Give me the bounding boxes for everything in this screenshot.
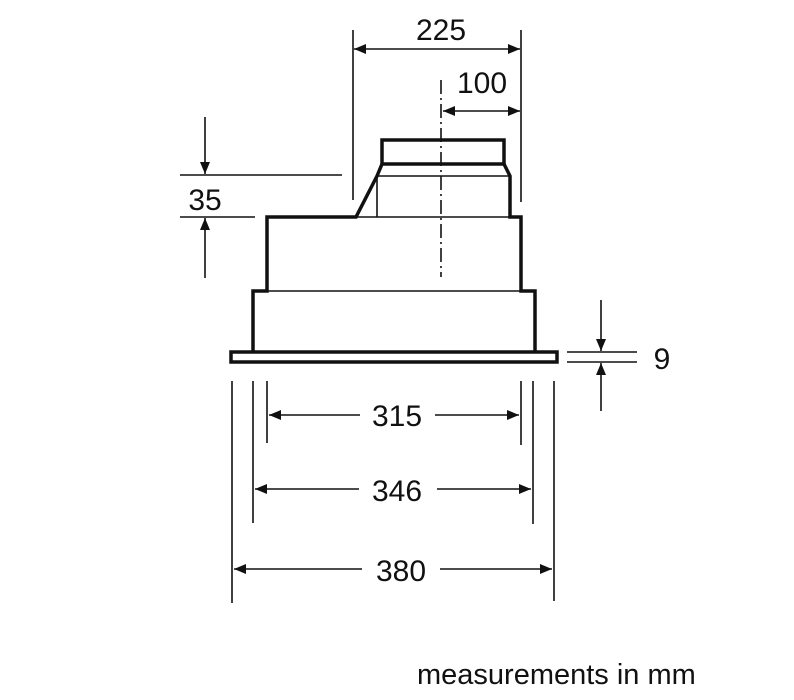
dimension-380: 380	[234, 555, 552, 588]
dimension-315: 315	[269, 400, 519, 433]
outlet-transition	[251, 163, 537, 352]
dimension-35: 35	[180, 117, 342, 278]
dimension-346: 346	[255, 475, 531, 508]
dimension-label: 9	[654, 343, 671, 376]
dimension-label: 100	[457, 67, 507, 100]
extension-lines	[231, 381, 555, 603]
outlet-pipe	[380, 138, 506, 166]
dimension-label: 380	[376, 555, 426, 588]
dimension-100: 100	[443, 67, 520, 116]
dimension-label: 315	[372, 400, 422, 433]
dimension-225: 225	[352, 14, 522, 202]
dimension-label: 225	[416, 14, 466, 47]
dimension-label: 35	[188, 184, 221, 217]
flange	[229, 350, 559, 364]
units-caption: measurements in mm	[417, 659, 696, 691]
appliance-outline	[229, 80, 559, 364]
dimension-label: 346	[372, 475, 422, 508]
dimension-9: 9	[567, 300, 670, 411]
